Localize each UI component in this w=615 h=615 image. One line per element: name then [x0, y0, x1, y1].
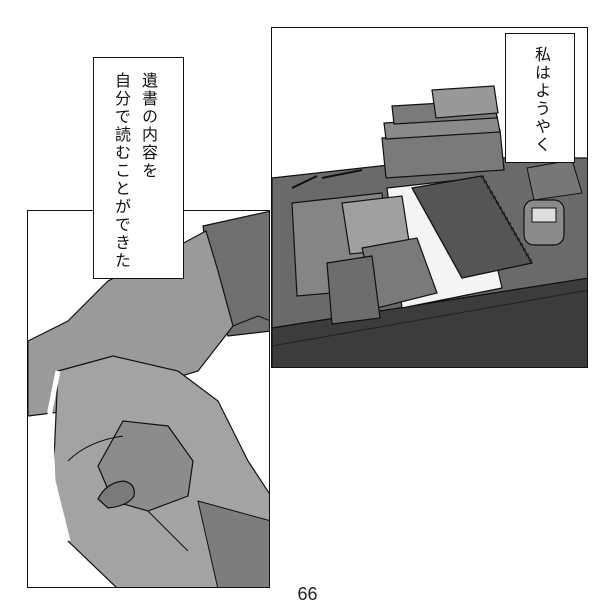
- narration-line-2: 自分で読むことができた: [112, 72, 131, 270]
- narration-text-right: 私はようやく: [528, 46, 555, 154]
- narration-box-left: 遺書の内容を 自分で読むことができた: [93, 57, 184, 279]
- arm-illustration: [28, 211, 269, 587]
- narration-text-left: 遺書の内容を 自分で読むことができた: [108, 72, 162, 270]
- right-panel-desk: [271, 27, 588, 368]
- narration-line-1: 私はようやく: [532, 46, 551, 154]
- page-number: 66: [297, 584, 318, 604]
- narration-line-1: 遺書の内容を: [139, 72, 158, 180]
- narration-box-right: 私はようやく: [505, 33, 575, 163]
- desk-illustration: [272, 28, 587, 367]
